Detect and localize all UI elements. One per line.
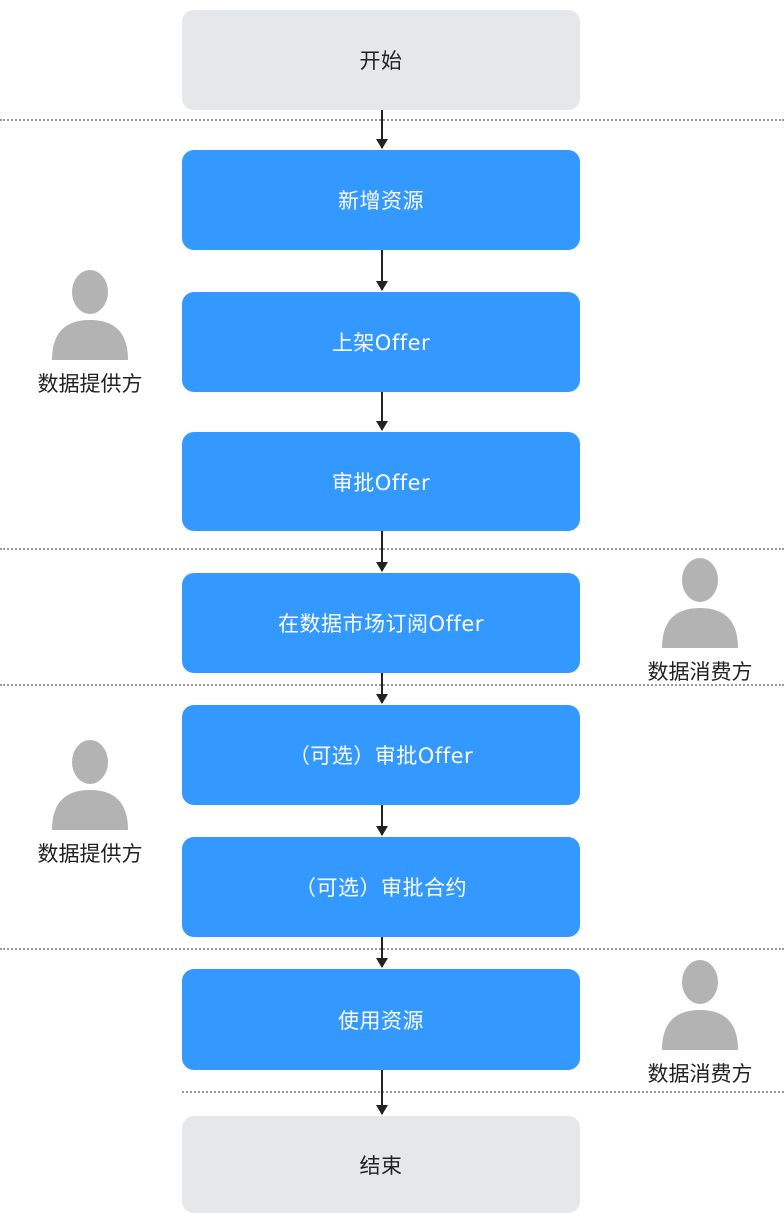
actor-label: 数据消费方 bbox=[647, 660, 753, 684]
flow-arrow bbox=[376, 673, 388, 704]
person-icon bbox=[662, 960, 738, 1050]
flow-arrow bbox=[376, 805, 388, 836]
lane-separator bbox=[0, 684, 784, 686]
end-node: 结束 bbox=[182, 1116, 580, 1213]
actor-label: 数据消费方 bbox=[647, 1062, 753, 1086]
step-subscribe-offer: 在数据市场订阅Offer bbox=[182, 573, 580, 673]
flow-arrow bbox=[376, 250, 388, 291]
actor-label: 数据提供方 bbox=[37, 842, 143, 866]
actor-data-provider: 数据提供方 bbox=[15, 268, 165, 398]
step-add-resource: 新增资源 bbox=[182, 150, 580, 250]
lane-separator bbox=[0, 948, 784, 950]
person-icon bbox=[52, 270, 128, 360]
step-optional-approve-contract: （可选）审批合约 bbox=[182, 837, 580, 937]
step-label: 审批Offer bbox=[331, 470, 431, 495]
step-approve-offer: 审批Offer bbox=[182, 432, 580, 531]
lane-separator bbox=[0, 548, 784, 550]
step-label: （可选）审批合约 bbox=[295, 876, 467, 900]
flow-arrow bbox=[376, 392, 388, 431]
step-label: 新增资源 bbox=[338, 189, 424, 213]
flow-arrow bbox=[376, 1070, 388, 1115]
step-label: （可选）审批Offer bbox=[288, 744, 474, 768]
actor-data-consumer: 数据消费方 bbox=[625, 958, 775, 1088]
flow-arrow bbox=[376, 531, 388, 572]
start-label: 开始 bbox=[359, 49, 403, 73]
person-icon bbox=[52, 740, 128, 830]
start-node: 开始 bbox=[182, 10, 580, 110]
step-label: 在数据市场订阅Offer bbox=[278, 612, 484, 636]
lane-separator bbox=[0, 119, 784, 121]
step-use-resource: 使用资源 bbox=[182, 969, 580, 1070]
lane-separator bbox=[182, 1091, 784, 1093]
step-label: 上架Offer bbox=[331, 331, 431, 355]
step-label: 使用资源 bbox=[338, 1008, 424, 1033]
actor-data-consumer: 数据消费方 bbox=[625, 556, 775, 686]
flow-arrow bbox=[376, 110, 388, 149]
person-icon bbox=[662, 558, 738, 648]
end-label: 结束 bbox=[359, 1153, 403, 1178]
actor-label: 数据提供方 bbox=[37, 372, 143, 396]
step-optional-approve-offer: （可选）审批Offer bbox=[182, 705, 580, 805]
flow-arrow bbox=[376, 937, 388, 968]
actor-data-provider: 数据提供方 bbox=[15, 738, 165, 868]
step-publish-offer: 上架Offer bbox=[182, 292, 580, 392]
